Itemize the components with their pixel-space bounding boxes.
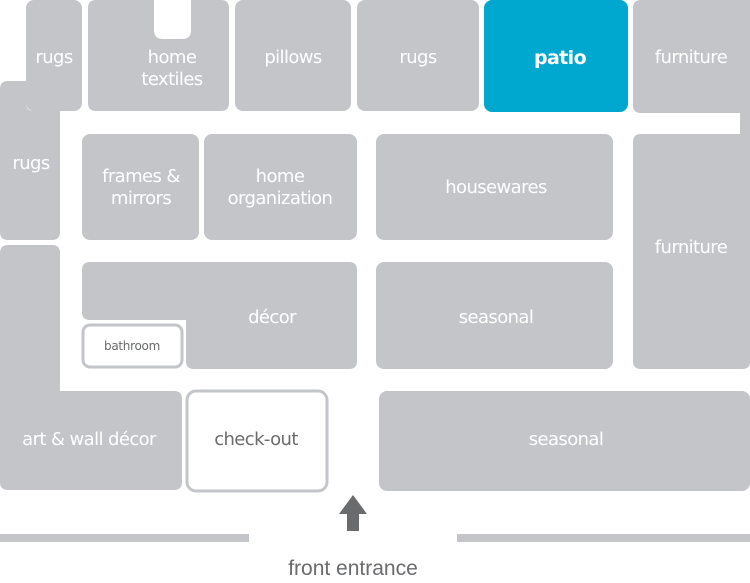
dept-art-wall-decor-label: art & wall décor (22, 429, 157, 450)
dept-patio-label: patio (534, 47, 587, 69)
dept-rugs-top-label: rugs (35, 47, 72, 68)
arrow-up-icon (339, 495, 367, 531)
dept-furniture-right-label: furniture (655, 237, 728, 258)
dept-rugs-left-label: rugs (12, 153, 49, 174)
dept-home-organization-label-1: home (256, 166, 305, 187)
dept-seasonal-bottom-label: seasonal (529, 429, 604, 450)
dept-frames-mirrors-label-2: mirrors (111, 188, 171, 209)
dept-checkout-label: check-out (214, 429, 298, 450)
entrance-wall-right (457, 534, 750, 542)
dept-furniture-top-label: furniture (655, 47, 728, 68)
dept-home-textiles-label-1: home (148, 47, 197, 68)
dept-home-organization[interactable]: home organization (204, 134, 357, 240)
dept-rugs-left[interactable]: rugs (0, 81, 60, 240)
dept-decor-label: décor (248, 307, 297, 328)
dept-frames-mirrors-label-1: frames & (102, 166, 180, 187)
dept-decor[interactable]: décor (82, 262, 357, 369)
dept-rugs-top[interactable]: rugs (26, 0, 82, 111)
dept-home-textiles-label-2: textiles (141, 69, 202, 90)
dept-rugs-center-label: rugs (399, 47, 436, 68)
dept-furniture-top[interactable]: furniture (633, 0, 750, 130)
front-entrance-label: front entrance (288, 557, 418, 580)
dept-home-textiles[interactable]: home textiles (88, 0, 229, 111)
dept-art-wall-decor[interactable]: art & wall décor (0, 245, 182, 490)
dept-rugs-center[interactable]: rugs (357, 0, 479, 111)
dept-pillows-label: pillows (264, 47, 322, 68)
dept-housewares-label: housewares (445, 177, 547, 198)
dept-seasonal-middle-label: seasonal (459, 307, 534, 328)
dept-patio[interactable]: patio (484, 0, 628, 112)
dept-frames-mirrors[interactable]: frames & mirrors (82, 134, 199, 240)
dept-seasonal-bottom[interactable]: seasonal (379, 391, 750, 491)
dept-bathroom-label: bathroom (104, 339, 160, 353)
entrance-wall-left (0, 534, 249, 542)
dept-furniture-right[interactable]: furniture (633, 130, 750, 369)
dept-checkout[interactable]: check-out (185, 389, 329, 493)
dept-housewares[interactable]: housewares (376, 134, 613, 240)
dept-seasonal-middle[interactable]: seasonal (376, 262, 613, 369)
dept-home-organization-label-2: organization (228, 188, 333, 209)
dept-bathroom[interactable]: bathroom (81, 323, 184, 369)
dept-pillows[interactable]: pillows (235, 0, 351, 111)
